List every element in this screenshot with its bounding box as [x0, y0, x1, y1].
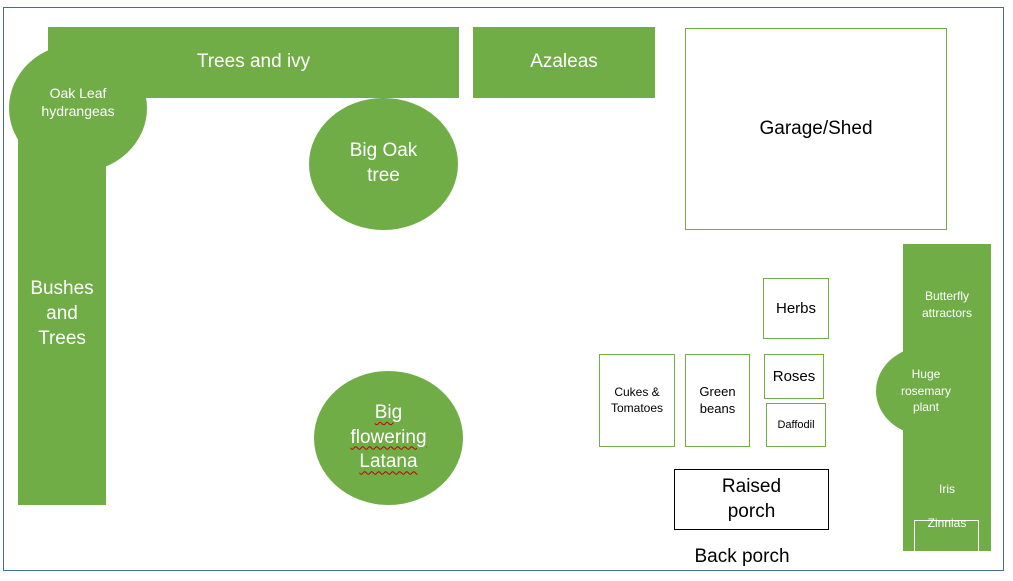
cukes-tomatoes-box: Cukes & Tomatoes — [599, 354, 675, 447]
garage-shed-label: Garage/Shed — [759, 117, 873, 139]
oak-leaf-hydrangeas-label: Oak Leaf hydrangeas — [41, 84, 115, 119]
raised-porch-label: Raised porch — [721, 475, 782, 522]
diagram-frame — [3, 7, 1004, 571]
herbs-box: Herbs — [763, 278, 829, 339]
garage-shed-box: Garage/Shed — [685, 28, 947, 230]
raised-porch-box: Raised porch — [674, 469, 829, 530]
daffodil-box: Daffodil — [766, 403, 826, 447]
big-flowering-latana-circle: Big flowering Latana — [314, 371, 463, 505]
huge-rosemary-plant-label: Huge rosemary plant — [900, 366, 951, 415]
cukes-tomatoes-label: Cukes & Tomatoes — [610, 384, 664, 415]
oak-leaf-hydrangeas-circle: Oak Leaf hydrangeas — [9, 44, 147, 172]
green-beans-box: Green beans — [685, 354, 750, 447]
roses-label: Roses — [772, 367, 816, 385]
azaleas-label: Azaleas — [530, 51, 598, 73]
bushes-and-trees-bed: Bushes and Trees — [18, 120, 106, 505]
back-porch-label: Back porch — [694, 546, 790, 567]
green-beans-label: Green beans — [699, 383, 736, 416]
roses-box: Roses — [764, 354, 824, 399]
zinnias-label: Zinnias — [927, 516, 967, 530]
bushes-and-trees-label: Bushes and Trees — [30, 278, 94, 349]
daffodil-label: Daffodil — [777, 418, 815, 431]
big-flowering-latana-label: Big flowering Latana — [350, 401, 427, 473]
big-oak-tree-label: Big Oak tree — [349, 140, 418, 186]
zinnias-marker — [914, 520, 979, 553]
herbs-label: Herbs — [775, 299, 816, 317]
azaleas-bed: Azaleas — [473, 27, 655, 98]
big-oak-tree-circle: Big Oak tree — [309, 98, 458, 230]
trees-and-ivy-label: Trees and ivy — [196, 51, 311, 73]
huge-rosemary-plant-circle: Huge rosemary plant — [876, 346, 980, 436]
iris-label: Iris — [939, 482, 955, 496]
butterfly-attractors-label: Butterfly attractors — [921, 289, 972, 320]
